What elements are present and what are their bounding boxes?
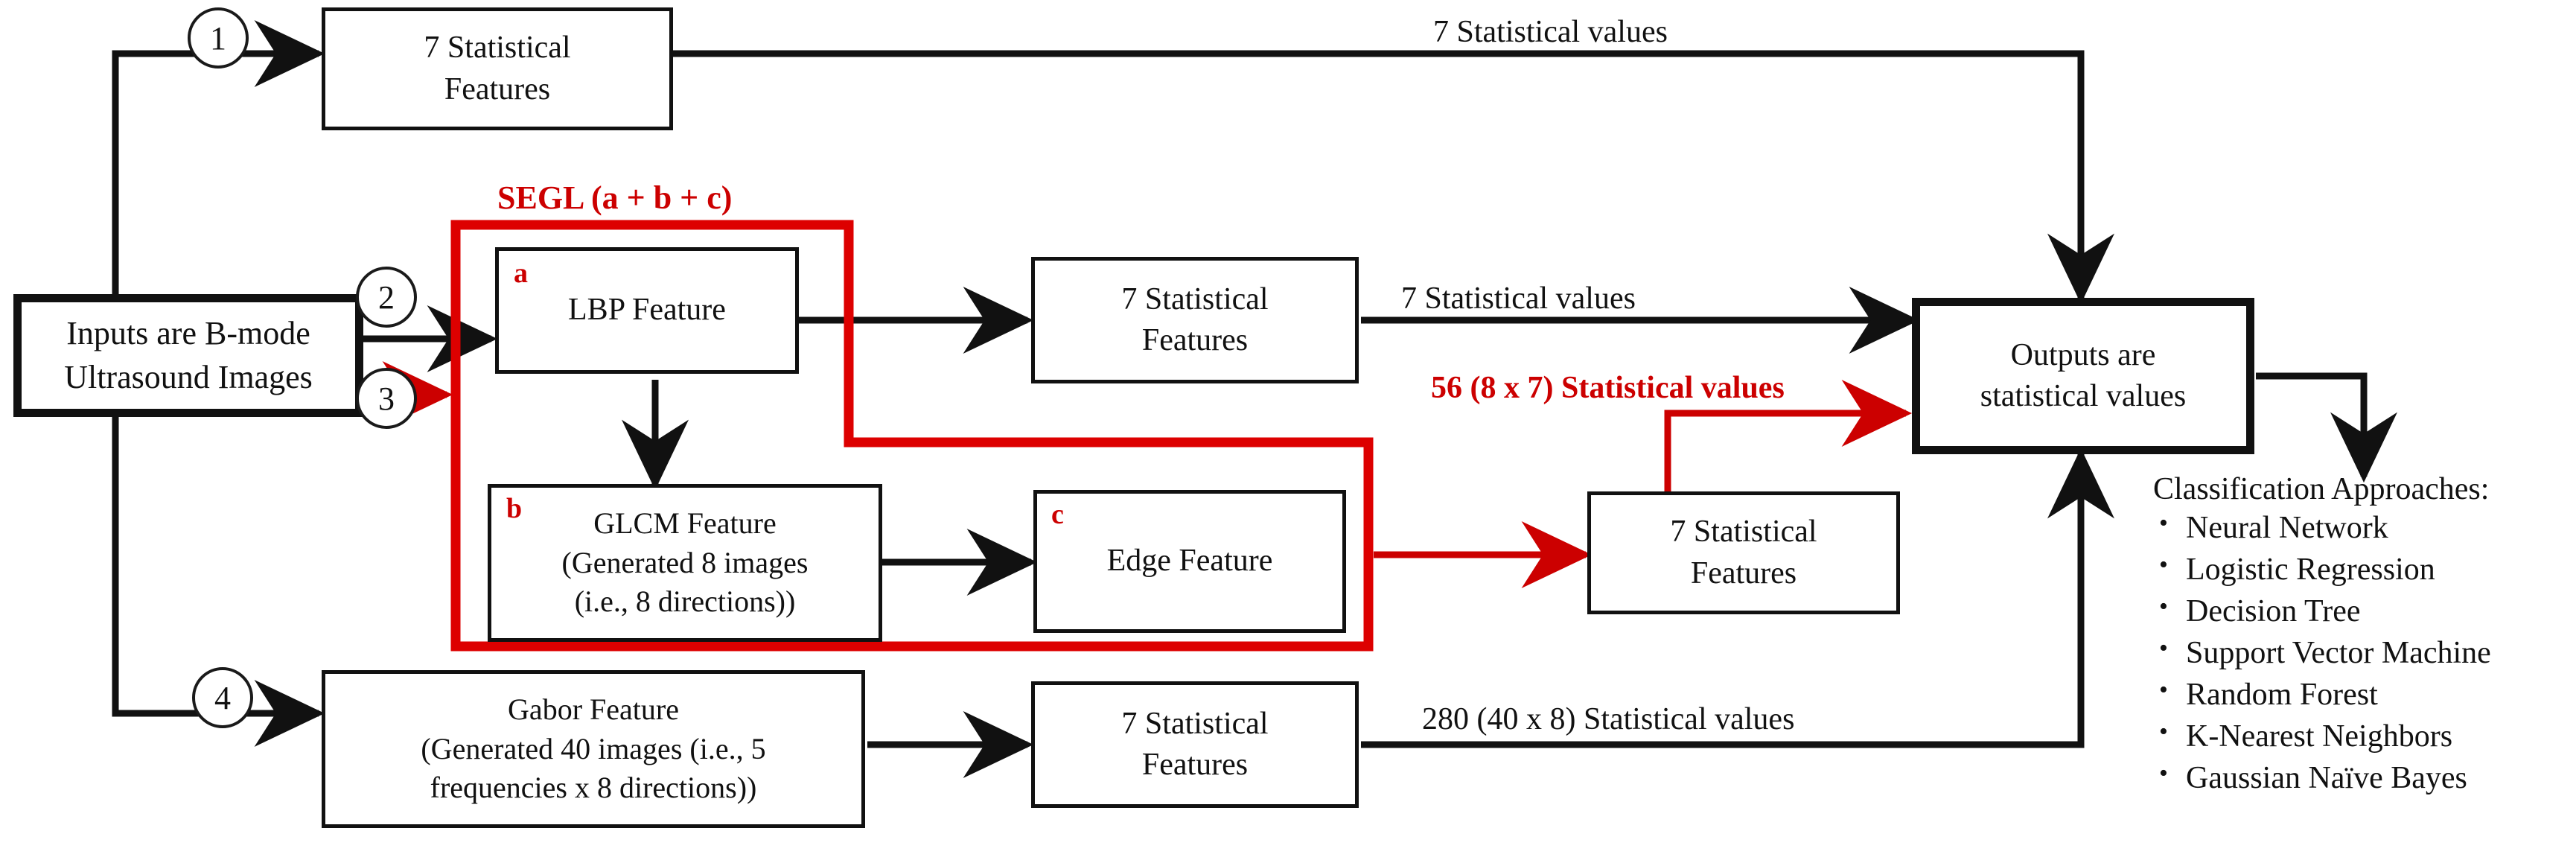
- edge-tag-c: c: [1051, 499, 1064, 530]
- stat-top-label: 7 Statistical Features: [416, 28, 578, 110]
- stat-features-box-lbp: 7 Statistical Features: [1031, 257, 1359, 383]
- stat-gabor-line-2: Features: [1141, 748, 1249, 782]
- glcm-feature-box: GLCM Feature (Generated 8 images (i.e., …: [488, 484, 882, 642]
- label-top-values: 7 Statistical values: [1433, 15, 1668, 49]
- stat-features-box-segl: 7 Statistical Features: [1587, 491, 1900, 614]
- input-box-label: Inputs are B-mode Ultrasound Images: [57, 312, 320, 398]
- glcm-feature-label: GLCM Feature (Generated 8 images (i.e., …: [555, 504, 816, 622]
- segl-outline: [450, 220, 1374, 652]
- stat-gabor-label: 7 Statistical Features: [1114, 704, 1275, 786]
- stat-segl-line-1: 7 Statistical: [1670, 515, 1817, 550]
- stat-top-line-2: Features: [444, 71, 551, 106]
- list-item: Support Vector Machine: [2153, 636, 2491, 669]
- input-line-2: Ultrasound Images: [64, 358, 313, 395]
- gabor-line-2: (Generated 40 images (i.e., 5: [421, 731, 766, 765]
- stat-gabor-line-1: 7 Statistical: [1121, 706, 1269, 741]
- list-item: Decision Tree: [2153, 594, 2491, 627]
- classification-heading: Classification Approaches:: [2153, 472, 2490, 506]
- gabor-line-1: Gabor Feature: [508, 692, 679, 726]
- list-item: Gaussian Naïve Bayes: [2153, 761, 2491, 794]
- stat-lbp-label: 7 Statistical Features: [1114, 279, 1275, 362]
- outputs-box: Outputs are statistical values: [1912, 298, 2254, 454]
- lbp-feature-box: LBP Feature: [495, 247, 799, 374]
- stat-segl-label: 7 Statistical Features: [1662, 512, 1824, 594]
- gabor-feature-box: Gabor Feature (Generated 40 images (i.e.…: [322, 670, 865, 828]
- outputs-line-2: statistical values: [1980, 379, 2187, 413]
- label-gabor-values: 280 (40 x 8) Statistical values: [1422, 702, 1795, 736]
- list-item: Neural Network: [2153, 511, 2491, 544]
- input-line-1: Inputs are B-mode: [66, 315, 310, 352]
- gabor-feature-label: Gabor Feature (Generated 40 images (i.e.…: [413, 690, 773, 808]
- branch-circle-4: 4: [192, 667, 253, 728]
- edge-feature-box: Edge Feature: [1033, 490, 1346, 633]
- stat-features-box-top: 7 Statistical Features: [322, 7, 673, 130]
- list-item: K-Nearest Neighbors: [2153, 719, 2491, 752]
- input-box: Inputs are B-mode Ultrasound Images: [13, 294, 363, 417]
- branch-number-1: 1: [210, 19, 226, 57]
- branch-number-4: 4: [214, 679, 231, 716]
- stat-features-box-gabor: 7 Statistical Features: [1031, 681, 1359, 808]
- branch-circle-1: 1: [188, 7, 249, 69]
- gabor-line-3: frequencies x 8 directions)): [430, 771, 757, 805]
- glcm-line-1: GLCM Feature: [593, 506, 777, 540]
- glcm-tag-b: b: [506, 493, 523, 524]
- edge-feature-label: Edge Feature: [1106, 544, 1273, 579]
- label-lbp-values: 7 Statistical values: [1401, 281, 1636, 316]
- branch-number-2: 2: [378, 278, 395, 316]
- stat-lbp-line-2: Features: [1141, 323, 1249, 357]
- lbp-feature-label: LBP Feature: [568, 293, 726, 328]
- stat-top-line-1: 7 Statistical: [424, 31, 571, 66]
- classification-approaches: Classification Approaches: Neural Networ…: [2153, 474, 2491, 804]
- classification-list: Neural Network Logistic Regression Decis…: [2153, 511, 2491, 794]
- lbp-tag-a: a: [514, 258, 528, 289]
- stat-lbp-line-1: 7 Statistical: [1121, 281, 1269, 316]
- outputs-line-1: Outputs are: [2010, 337, 2156, 372]
- glcm-line-2: (Generated 8 images: [561, 545, 809, 579]
- outputs-label: Outputs are statistical values: [1973, 335, 2193, 418]
- segl-title: SEGL (a + b + c): [497, 179, 733, 216]
- branch-number-3: 3: [378, 380, 395, 417]
- glcm-line-3: (i.e., 8 directions)): [574, 585, 796, 619]
- label-segl-values: 56 (8 x 7) Statistical values: [1431, 371, 1785, 405]
- stat-segl-line-2: Features: [1690, 555, 1797, 590]
- list-item: Logistic Regression: [2153, 552, 2491, 585]
- branch-circle-3: 3: [356, 368, 417, 429]
- branch-circle-2: 2: [356, 267, 417, 328]
- list-item: Random Forest: [2153, 678, 2491, 710]
